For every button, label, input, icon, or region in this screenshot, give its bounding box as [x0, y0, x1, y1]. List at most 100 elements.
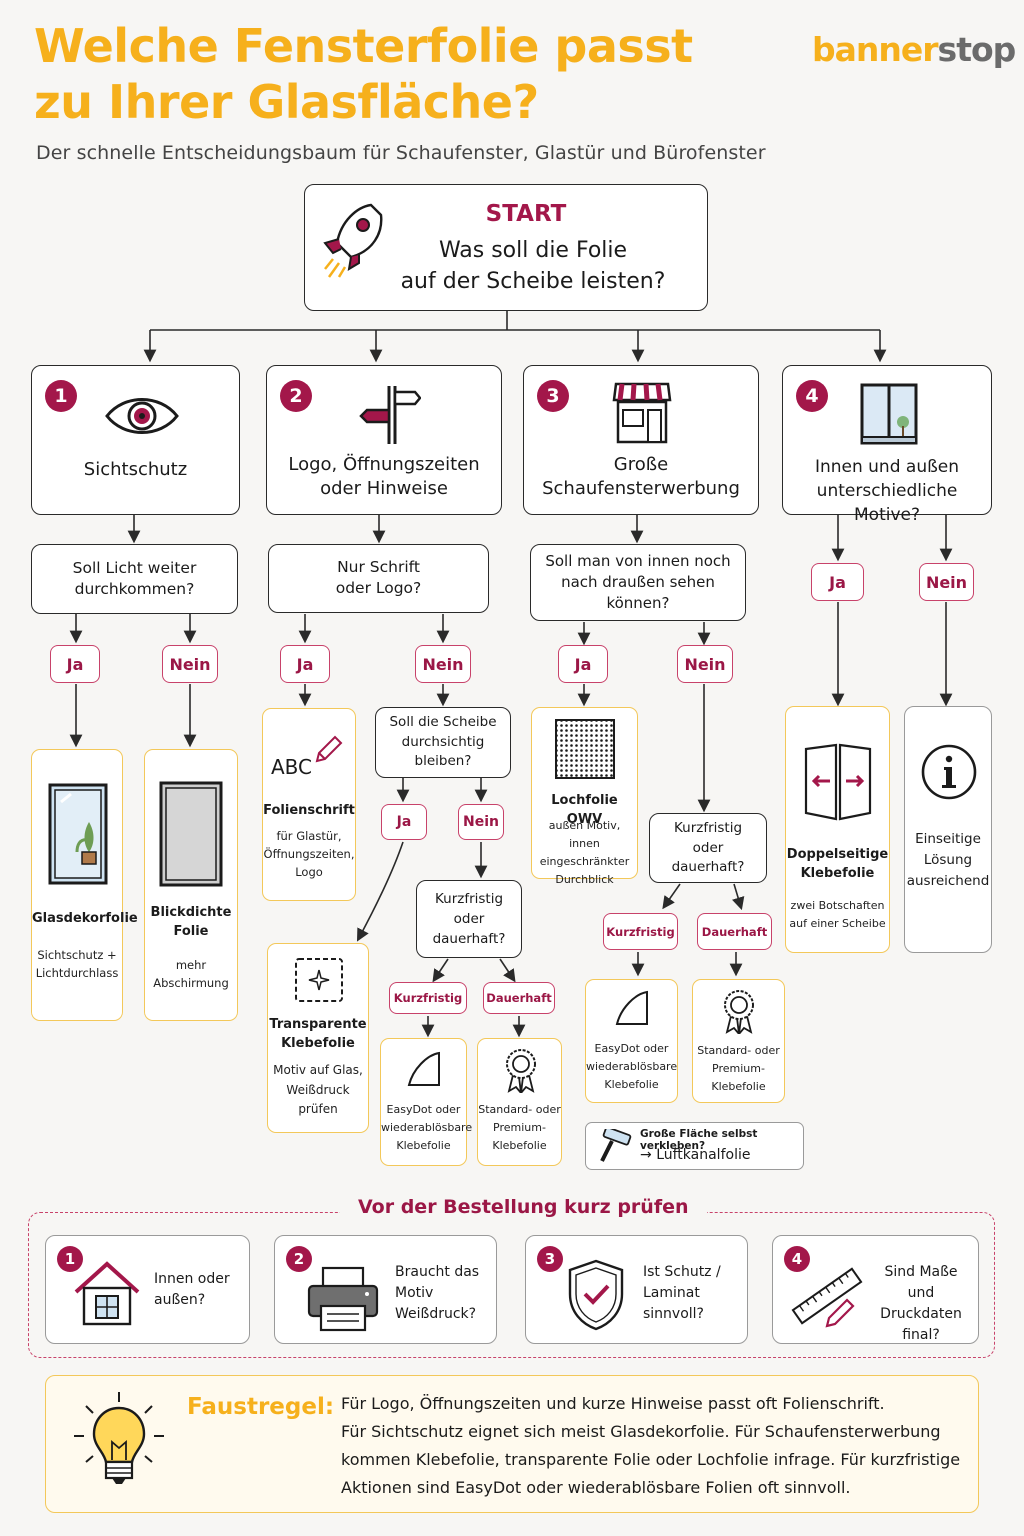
question-schrift-logo: Nur Schrift oder Logo?: [268, 544, 489, 613]
checklist-number-badge: 2: [286, 1246, 312, 1272]
question-line: durchkommen?: [74, 580, 195, 598]
answer-nein: Nein: [415, 645, 471, 683]
result-lochfolie: Lochfolie OWV außen Motiv, innen eingesc…: [531, 707, 638, 886]
opaque-window-icon: [159, 781, 223, 887]
branch-sichtschutz: 1 Sichtschutz: [31, 365, 240, 515]
rule-line: Für Sichtschutz eignet sich meist Glasde…: [341, 1422, 941, 1441]
title-line: Klebefolie: [800, 866, 875, 881]
result-title: Lochfolie OWV: [551, 793, 618, 827]
checklist-line: Innen oder: [154, 1271, 230, 1287]
desc-line: Lichtdurchlass: [35, 966, 119, 980]
branch-schaufensterwerbung: 3 Große Schaufensterwerbung: [523, 365, 759, 515]
desc-line: Motiv auf Glas,: [273, 1063, 363, 1077]
question-line: oder: [453, 911, 485, 927]
info-icon: [921, 744, 977, 800]
result-standard-premium: Standard- oder Premium- Klebefolie: [477, 1038, 562, 1166]
branch-label-line-2: oder Hinweise: [320, 478, 448, 499]
result-easydot: EasyDot oder wiederablösbare Klebefolie: [585, 979, 678, 1103]
title-line-1: Welche Fensterfolie passt: [34, 19, 693, 73]
checklist-line: und Druckdaten: [880, 1285, 962, 1322]
desc-line: Logo: [295, 865, 323, 879]
branch-label: Sichtschutz: [83, 459, 188, 480]
shield-check-icon: [568, 1259, 624, 1331]
question-line: oder Logo?: [335, 579, 422, 597]
result-doppelseitige-klebefolie: Doppelseitige Klebefolie zwei Botschafte…: [785, 706, 890, 953]
question-text: Soll die Scheibe durchsichtig bleiben?: [376, 713, 510, 772]
logo-part-1: banner: [812, 30, 939, 69]
question-line: Kurzfristig: [434, 891, 504, 907]
question-line: dauerhaft?: [671, 859, 745, 875]
result-einseitige-loesung: Einseitige Lösung ausreichend: [904, 706, 992, 953]
film-sheet-icon: [407, 1051, 440, 1086]
question-durchblick: Soll man von innen noch nach draußen seh…: [530, 544, 746, 621]
desc-line: Standard- oder: [478, 1103, 561, 1116]
desc-line: für Glastür,: [276, 829, 342, 843]
eye-icon: [105, 398, 179, 434]
checklist-number-badge: 4: [784, 1246, 810, 1272]
result-title: Doppelseitige Klebefolie: [786, 845, 889, 883]
checklist-heading: Vor der Bestellung kurz prüfen: [340, 1196, 707, 1218]
result-standard-premium: Standard- oder Premium- Klebefolie: [692, 979, 785, 1103]
question-durchsichtig: Soll die Scheibe durchsichtig bleiben?: [375, 707, 511, 778]
answer-ja: Ja: [558, 645, 608, 683]
desc-line: auf einer Scheibe: [789, 917, 886, 930]
question-line: dauerhaft?: [432, 931, 506, 947]
answer-nein: Nein: [458, 804, 504, 840]
checklist-item-innen-aussen: 1 Innen oder außen?: [45, 1235, 250, 1344]
answer-ja: Ja: [50, 645, 100, 683]
branch-label: Logo, Öffnungszeiten oder Hinweise: [267, 453, 501, 501]
start-question: Was soll die Folie auf der Scheibe leist…: [359, 235, 707, 297]
question-text: Soll man von innen noch nach draußen seh…: [531, 551, 745, 614]
checklist-line: Braucht das: [395, 1264, 480, 1280]
film-sheet-icon: [615, 990, 648, 1025]
answer-nein: Nein: [162, 645, 218, 683]
question-line: Soll man von innen noch: [545, 552, 731, 570]
start-question-line-1: Was soll die Folie: [438, 238, 628, 263]
branch-innen-aussen: 4 Innen und außen unterschiedliche Motiv…: [782, 365, 992, 525]
frosted-window-icon: [48, 783, 108, 885]
checklist-line: Laminat: [643, 1285, 700, 1301]
result-blickdichte-folie: Blickdichte Folie mehr Abschirmung: [144, 749, 238, 1021]
desc-line: Öffnungszeiten,: [263, 847, 355, 861]
arrow-right-icon: →: [640, 1147, 652, 1163]
title-line: Klebefolie: [281, 1036, 355, 1051]
question-line: bleiben?: [414, 753, 472, 769]
result-desc: EasyDot oder wiederablösbare Klebefolie: [586, 1040, 677, 1094]
desc-line: Lösung: [923, 852, 973, 868]
checklist-line: Motiv: [395, 1285, 434, 1301]
question-kurzfristig-dauerhaft: Kurzfristig oder dauerhaft?: [649, 813, 767, 883]
storefront-icon: [612, 382, 672, 444]
checklist-line: Ist Schutz /: [643, 1264, 721, 1280]
printer-icon: [307, 1266, 379, 1332]
house-icon: [74, 1261, 140, 1326]
award-rosette-icon: [724, 990, 754, 1034]
branch-logo-hinweise: 2 Logo, Öffnungszeiten oder Hinweise: [266, 365, 502, 515]
checklist-item-weissdruck: 2 Braucht das Motiv Weißdruck?: [274, 1235, 497, 1344]
result-title: Blickdichte Folie: [145, 903, 237, 941]
question-text: Kurzfristig oder dauerhaft?: [650, 819, 766, 878]
branch-label-line-2: unterschiedliche Motive?: [816, 481, 958, 525]
desc-line: Standard- oder: [697, 1044, 780, 1057]
title-line: Folie: [173, 924, 209, 939]
desc-line: Klebefolie: [492, 1139, 547, 1152]
desc-line: eingeschränkter: [539, 855, 630, 868]
result-title: Glasdekorfolie: [32, 911, 138, 926]
desc-line: Einseitige: [915, 831, 981, 847]
result-title: Transparente Klebefolie: [268, 1015, 368, 1053]
title-line-2: zu Ihrer Glasfläche?: [34, 75, 539, 129]
rocket-icon: [323, 203, 383, 278]
result-desc: Einseitige Lösung ausreichend: [905, 829, 991, 892]
lightbulb-icon: [74, 1392, 164, 1484]
result-desc: Standard- oder Premium- Klebefolie: [693, 1042, 784, 1096]
perforated-film-icon: [555, 719, 615, 779]
bannerstop-logo[interactable]: bannerstop: [812, 30, 1016, 69]
checklist-line: sinnvoll?: [643, 1306, 704, 1322]
question-line: können?: [606, 594, 670, 612]
branch-label-line-1: Innen und außen: [814, 457, 960, 477]
result-glasdekorfolie: Glasdekorfolie Sichtschutz + Lichtdurchl…: [31, 749, 138, 1021]
result-desc: für Glastür, Öffnungszeiten, Logo: [263, 827, 355, 881]
result-desc: Sichtschutz + Lichtdurchlass: [32, 946, 122, 982]
result-desc: außen Motiv, innen eingeschränkter Durch…: [532, 817, 637, 889]
result-folienschrift: ABC Folienschrift für Glastür, Öffnungsz…: [262, 708, 356, 901]
